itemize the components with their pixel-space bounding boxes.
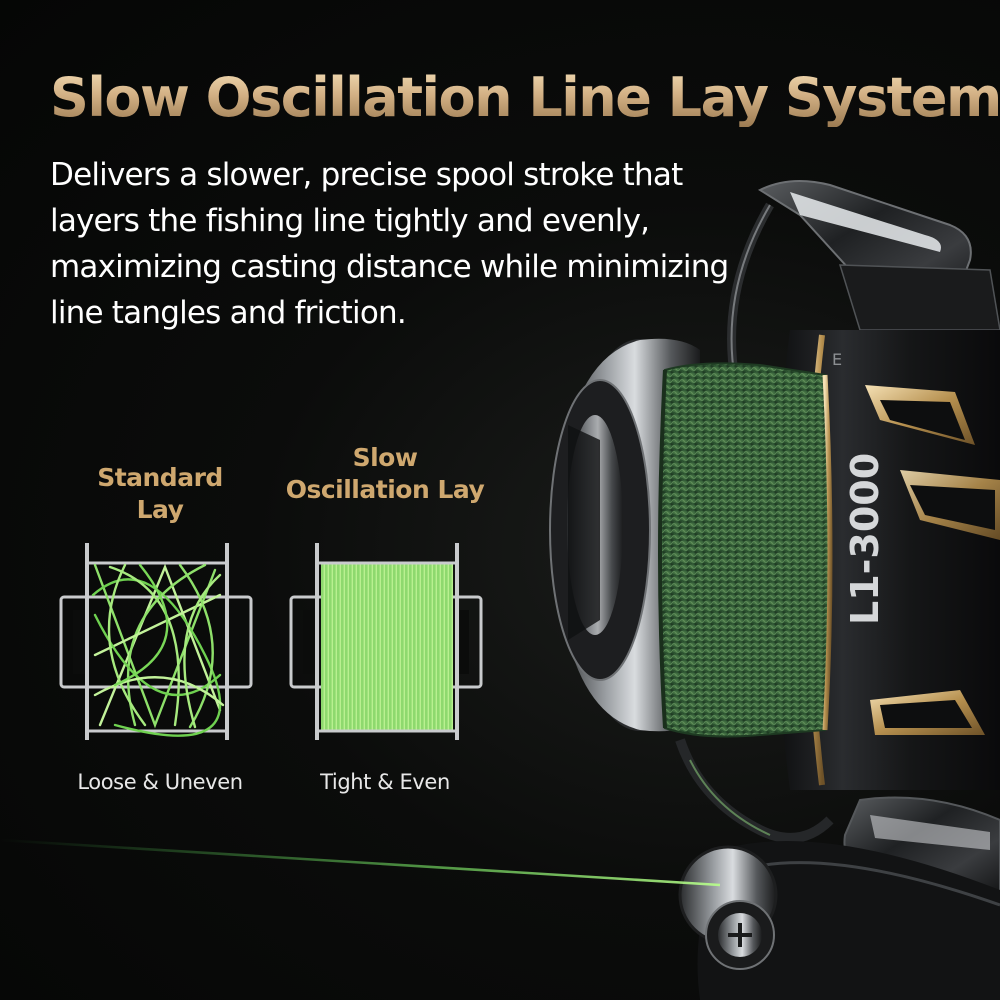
slow-oscillation-lay-caption: Tight & Even <box>320 770 450 794</box>
headline: Slow Oscillation Line Lay System <box>50 66 1000 129</box>
tangled-line <box>91 563 225 737</box>
slow-oscillation-lay-diagram <box>289 543 483 740</box>
spool-line <box>659 362 831 738</box>
standard-lay-caption: Loose & Uneven <box>77 770 243 794</box>
fishing-line-streak <box>0 838 721 887</box>
rotor-body <box>775 330 1000 790</box>
model-label: L1-3000 <box>843 453 887 625</box>
standard-lay-title: Standard Lay <box>97 463 223 524</box>
slow-oscillation-lay-title: Slow Oscillation Lay <box>285 443 485 504</box>
rotor-mark: E <box>832 350 842 369</box>
standard-lay-diagram <box>59 543 253 740</box>
subhead: Delivers a slower, precise spool stroke … <box>50 157 729 331</box>
even-line-wrap <box>321 563 453 731</box>
